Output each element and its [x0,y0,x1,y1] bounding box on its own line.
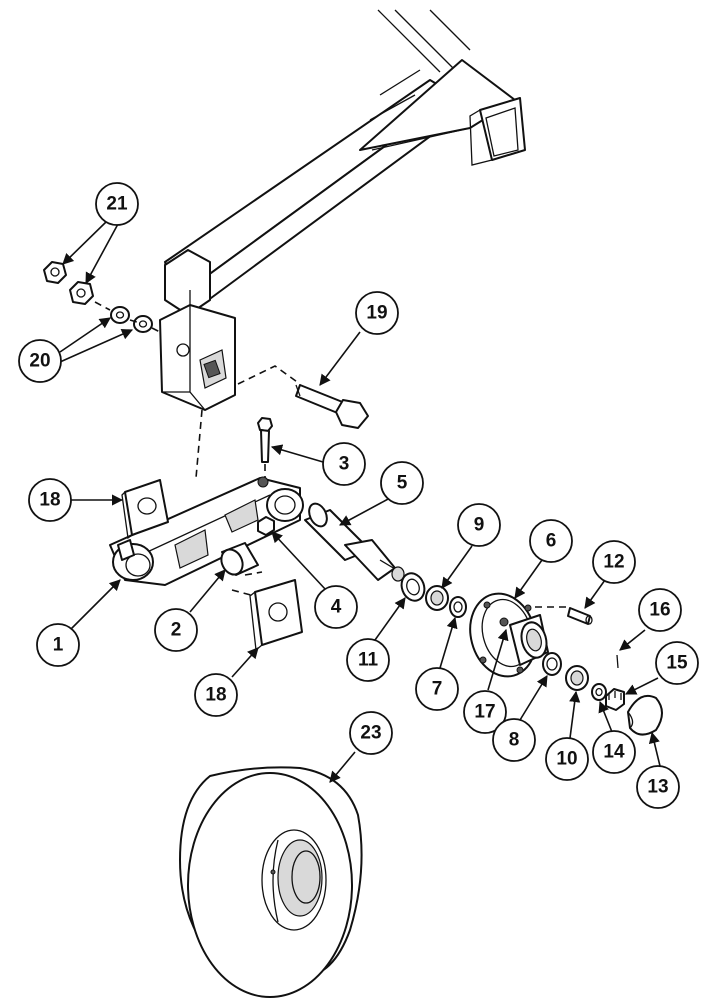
callout-17-label: 17 [474,702,495,723]
callout-15: 15 [624,641,699,695]
nut-21a [43,261,67,284]
callout-10-label: 10 [556,749,577,770]
fastener-line [94,301,163,334]
bearing-10 [565,665,589,691]
callout-7: 7 [415,616,459,711]
nut-4 [257,516,275,536]
callout-8: 8 [492,675,548,762]
callout-6-label: 6 [546,531,557,552]
castle-nut-15 [605,688,625,711]
nut-21b [69,281,94,305]
spindle-arm [109,476,304,586]
callout-4-label: 4 [331,597,342,618]
callout-3: 3 [270,442,366,486]
callout-11-label: 11 [358,650,379,671]
vertical-path [195,409,203,479]
spindle-5 [304,502,405,582]
callout-5-label: 5 [397,473,408,494]
callout-20-label: 20 [29,351,50,372]
callout-23: 23 [329,711,393,783]
callout-20: 20 [18,317,134,383]
callout-19-label: 19 [366,303,387,324]
callout-16-label: 16 [649,600,670,621]
callout-1-label: 1 [53,635,64,656]
callout-9-label: 9 [474,515,485,536]
callout-13-label: 13 [647,777,668,798]
mount-bracket [159,304,236,411]
tire-23 [179,766,363,998]
callout-18-upper-label: 18 [39,490,60,511]
bearing-cup-8 [542,652,562,676]
callout-10: 10 [545,690,589,781]
callout-13: 13 [636,731,680,809]
callout-7-label: 7 [432,679,443,700]
washer-20b [133,315,153,333]
callout-21: 21 [62,182,139,284]
dust-cap-13 [627,694,663,736]
callout-16: 16 [619,588,682,651]
frame-beam [164,9,526,316]
bearing-9 [425,585,449,611]
bolt-3 [257,417,273,463]
callout-1: 1 [36,579,121,667]
hub-6 [469,592,549,678]
callout-15-label: 15 [666,653,688,674]
callout-17: 17 [463,628,509,734]
pivot-bolt-19 [295,384,369,429]
callout-14-label: 14 [603,742,625,763]
pad-18-lower [249,579,303,652]
callout-11: 11 [346,597,406,682]
callout-4: 4 [271,531,358,629]
pad-18-upper [121,479,169,540]
callout-3-label: 3 [339,454,350,475]
bearing-cup-7 [449,596,467,618]
cotter-16 [616,654,619,669]
pin-12 [567,607,593,625]
callout-18-lower: 18 [194,647,259,717]
callout-9: 9 [441,503,501,589]
callout-8-label: 8 [509,730,520,751]
callout-6: 6 [514,519,573,599]
callout-21-label: 21 [106,194,128,215]
washer-20a [110,306,130,324]
callout-14: 14 [592,700,636,774]
washer-14 [591,683,607,701]
callout-23-label: 23 [360,723,381,744]
seal-11 [400,572,426,602]
callout-19: 19 [319,291,399,386]
callout-2-label: 2 [171,620,182,641]
bushing-2 [220,542,259,576]
callout-2: 2 [154,569,226,652]
callout-12-label: 12 [603,552,624,573]
callout-12: 12 [584,540,636,609]
callout-5: 5 [339,461,424,526]
callout-18-lower-label: 18 [205,685,226,706]
bolt-path [237,365,301,385]
callout-18-upper: 18 [28,478,124,522]
